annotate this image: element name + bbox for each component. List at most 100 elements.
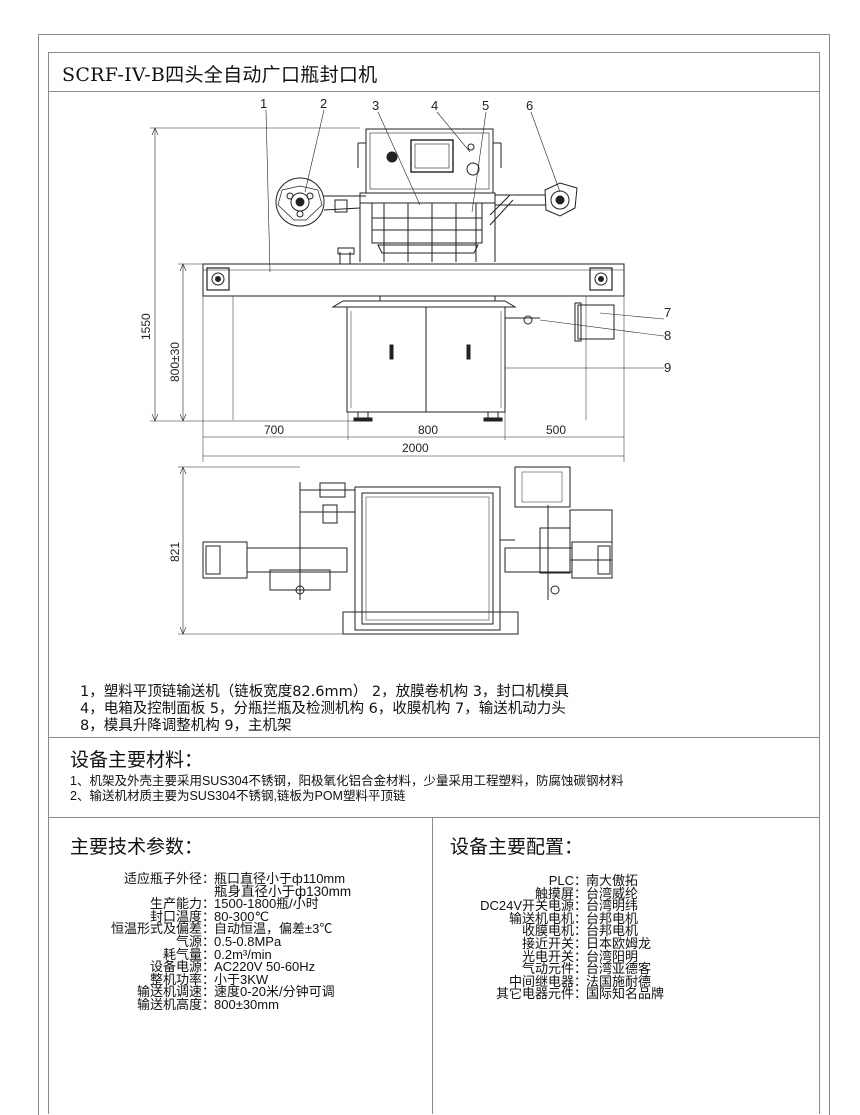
spec-key: 设备电源 (149, 959, 202, 975)
spec-key: 气源 (175, 933, 202, 949)
spec-separator: ： (202, 996, 216, 1012)
spec-row: 气源：0.5-0.8MPa (66, 933, 351, 949)
callout-3: 3 (372, 98, 379, 113)
spec-row: 输送机调速：速度0-20米/分钟可调 (66, 986, 351, 999)
spec-key: DC24V开关电源 (480, 898, 574, 914)
spec-separator: ： (574, 910, 588, 926)
materials-line: 1、机架及外壳主要采用SUS304不锈钢，阳极氧化铝合金材料，少量采用工程塑料，… (70, 774, 624, 788)
spec-key: 气动元件 (521, 961, 574, 977)
spec-row: 恒温形式及偏差：自动恒温，偏差±3℃ (66, 923, 351, 936)
spec-key: 耗气量 (162, 946, 202, 962)
legend-line: 1，塑料平顶链输送机（链板宽度82.6mm） 2，放膜卷机构 3，封口机模具 (80, 684, 569, 700)
spec-key: 光电开关 (521, 948, 574, 964)
machine-drawing: 1 2 3 4 5 6 7 8 9 1550 800±30 700 800 50… (139, 96, 671, 635)
spec-value: 小于3KW (214, 971, 269, 987)
dim-len-left: 700 (264, 423, 284, 437)
spec-value: 台湾亚德客 (586, 961, 652, 977)
conveyor (202, 263, 625, 297)
spec-row: 耗气量：0.2m³/min (66, 946, 351, 962)
spec-row: 触摸屏：台湾威纶 (447, 885, 664, 901)
spec-key: 生产能力 (149, 896, 202, 912)
spec-value: AC220V 50-60Hz (214, 959, 316, 975)
spec-key: 输送机电机 (508, 910, 574, 926)
params-section (48, 817, 433, 1114)
callout-9: 9 (664, 360, 671, 375)
dim-height-total: 1550 (139, 313, 153, 340)
callout-4: 4 (431, 98, 438, 113)
spec-value: 1500-1800瓶/小时 (214, 896, 319, 912)
spec-value: 日本欧姆龙 (586, 935, 652, 951)
touch-screen (410, 139, 454, 173)
callout-7: 7 (664, 305, 671, 320)
spec-key: PLC (548, 873, 574, 888)
title-bar (48, 52, 820, 92)
spec-row: 输送机电机：台邦电机 (447, 910, 664, 926)
spec-value: 国际知名品牌 (586, 986, 665, 1002)
spec-key: 中间继电器 (508, 973, 574, 989)
spec-separator: ： (574, 986, 588, 1002)
spec-separator: ： (202, 896, 216, 912)
spec-key: 整机功率 (149, 971, 202, 987)
spec-row: 整机功率：小于3KW (66, 971, 351, 987)
dim-len-total: 2000 (402, 441, 429, 455)
drawing-area (48, 92, 820, 737)
dim-width-top: 821 (168, 542, 182, 562)
spec-key: 其它电器元件 (495, 986, 574, 1002)
spec-row: 输送机高度：800±30mm (66, 996, 351, 1012)
spec-separator: ： (574, 873, 588, 888)
callout-2: 2 (320, 96, 327, 111)
spec-key: 收膜电机 (521, 923, 574, 939)
spec-separator: ： (202, 984, 216, 1000)
control-box (365, 128, 494, 194)
top-main-frame (354, 486, 501, 631)
spec-separator: ： (202, 971, 216, 987)
power-switch-icon (386, 151, 398, 163)
spec-value: 速度0-20米/分钟可调 (214, 984, 335, 1000)
config-section (433, 817, 820, 1114)
spec-key: 输送机调速 (136, 984, 202, 1000)
conveyor-motor (577, 304, 615, 340)
spec-separator: ： (574, 898, 588, 914)
spec-value: 0.5-0.8MPa (214, 933, 282, 949)
spec-row: 收膜电机：台邦电机 (447, 925, 664, 938)
spec-separator: ： (574, 948, 588, 964)
callout-8: 8 (664, 328, 671, 343)
spec-key: 恒温形式及偏差 (110, 921, 202, 937)
spec-separator: ： (574, 923, 588, 939)
spec-row: 设备电源：AC220V 50-60Hz (66, 959, 351, 975)
spec-separator: ： (202, 871, 216, 886)
legend-line: 8，模具升降调整机构 9，主机架 (80, 718, 292, 734)
callout-1: 1 (260, 96, 267, 111)
spec-separator: ： (202, 908, 216, 924)
callout-6: 6 (526, 98, 533, 113)
spec-value: 自动恒温，偏差±3℃ (214, 921, 333, 937)
spec-row: 生产能力：1500-1800瓶/小时 (66, 896, 351, 912)
spec-key: 封口温度 (149, 908, 202, 924)
spec-value: 法国施耐德 (586, 973, 652, 989)
spec-separator: ： (574, 973, 588, 989)
spec-value: 台邦电机 (586, 923, 639, 939)
spec-value: 瓶身直径小于ф130mm (214, 883, 352, 899)
spec-key: 接近开关 (521, 935, 574, 951)
spec-separator: ： (202, 946, 216, 962)
legend-line: 4，电箱及控制面板 5，分瓶拦瓶及检测机构 6，收膜机构 7，输送机动力头 (80, 701, 566, 717)
spec-separator: ： (574, 885, 588, 901)
dim-height-frame: 800±30 (168, 342, 182, 382)
spec-row: PLC：南大傲拓 (447, 873, 664, 888)
spec-row: 封口温度：80-300℃ (66, 908, 351, 924)
spec-separator: ： (202, 933, 216, 949)
spec-value: 台邦电机 (586, 910, 639, 926)
params-heading: 主要技术参数： (70, 836, 204, 858)
spec-value: 80-300℃ (214, 908, 270, 924)
materials-heading: 设备主要材料： (70, 749, 204, 771)
spec-value: 台湾阳明 (586, 948, 639, 964)
film-rewind-roller (550, 190, 570, 210)
spec-separator: ： (574, 961, 588, 977)
dim-len-right: 500 (546, 423, 566, 437)
spec-row: 其它电器元件：国际知名品牌 (447, 988, 664, 1001)
spec-key: 触摸屏 (534, 885, 574, 901)
knob-icon (466, 162, 480, 176)
spec-value: 瓶口直径小于ф110mm (214, 871, 346, 886)
spec-value: 南大傲拓 (586, 873, 639, 888)
